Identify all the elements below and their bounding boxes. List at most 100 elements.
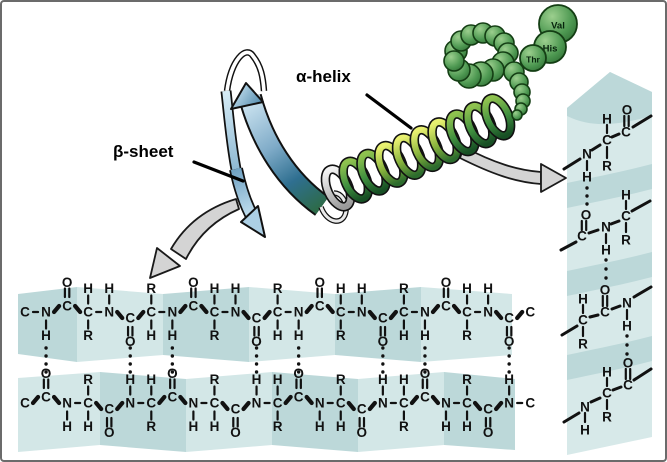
svg-text:H: H bbox=[582, 170, 592, 185]
svg-text:C: C bbox=[20, 305, 30, 320]
svg-text:O: O bbox=[622, 103, 633, 118]
svg-text:H: H bbox=[378, 372, 388, 387]
svg-text:R: R bbox=[399, 281, 409, 296]
svg-text:O: O bbox=[62, 275, 73, 290]
svg-text:C: C bbox=[623, 378, 633, 393]
svg-text:N: N bbox=[504, 396, 514, 411]
svg-text:C: C bbox=[189, 299, 199, 314]
svg-text:H: H bbox=[622, 319, 632, 334]
svg-text:H: H bbox=[146, 372, 156, 387]
svg-text:H: H bbox=[336, 281, 346, 296]
svg-text:C: C bbox=[210, 305, 220, 320]
svg-text:C: C bbox=[441, 299, 451, 314]
svg-text:H: H bbox=[294, 328, 304, 343]
beta-sheet-ribbon-bottom-strand bbox=[18, 372, 515, 452]
svg-text:C: C bbox=[210, 396, 220, 411]
svg-text:C: C bbox=[525, 396, 535, 411]
alpha-helix-pointer-line bbox=[365, 93, 413, 130]
svg-text:C: C bbox=[602, 386, 612, 401]
svg-text:R: R bbox=[83, 372, 93, 387]
hairpin-loop-tube bbox=[223, 49, 268, 92]
svg-text:R: R bbox=[273, 419, 283, 434]
svg-text:C: C bbox=[462, 305, 472, 320]
svg-text:H: H bbox=[462, 281, 472, 296]
svg-text:H: H bbox=[602, 365, 612, 380]
svg-text:N: N bbox=[252, 396, 262, 411]
svg-text:O: O bbox=[167, 366, 178, 381]
svg-text:N: N bbox=[357, 305, 367, 320]
svg-text:N: N bbox=[41, 305, 51, 320]
svg-text:N: N bbox=[378, 396, 388, 411]
svg-text:O: O bbox=[125, 334, 136, 349]
alpha-helix-label: α-helix bbox=[296, 67, 351, 86]
svg-text:H: H bbox=[231, 281, 241, 296]
svg-text:H: H bbox=[146, 328, 156, 343]
svg-text:C: C bbox=[621, 209, 631, 224]
svg-text:N: N bbox=[167, 305, 177, 320]
svg-text:H: H bbox=[602, 112, 612, 127]
svg-text:R: R bbox=[210, 372, 220, 387]
svg-text:R: R bbox=[462, 372, 472, 387]
svg-text:R: R bbox=[621, 233, 631, 248]
svg-text:H: H bbox=[483, 281, 493, 296]
gray-arrow-to-alpha-detail bbox=[459, 146, 567, 193]
beta-sheet-pointer-line bbox=[192, 160, 245, 183]
svg-text:O: O bbox=[600, 283, 611, 298]
svg-text:C: C bbox=[62, 299, 72, 314]
svg-text:C: C bbox=[483, 402, 493, 417]
svg-text:C: C bbox=[600, 305, 610, 320]
svg-text:C: C bbox=[273, 396, 283, 411]
residue-bead-thr bbox=[519, 44, 547, 72]
svg-text:C: C bbox=[621, 125, 631, 140]
svg-text:O: O bbox=[251, 334, 262, 349]
svg-text:C: C bbox=[146, 396, 156, 411]
svg-text:O: O bbox=[357, 425, 368, 440]
svg-text:N: N bbox=[483, 305, 493, 320]
svg-text:C: C bbox=[273, 305, 283, 320]
beta-strand-arrow-wide bbox=[230, 82, 330, 216]
svg-text:R: R bbox=[210, 328, 220, 343]
svg-text:O: O bbox=[230, 425, 241, 440]
svg-text:O: O bbox=[441, 275, 452, 290]
svg-text:H: H bbox=[41, 328, 51, 343]
svg-text:H: H bbox=[252, 372, 262, 387]
svg-text:N: N bbox=[231, 305, 241, 320]
svg-text:R: R bbox=[578, 337, 588, 352]
beta-strand-ribbon-thin bbox=[220, 90, 266, 238]
svg-text:H: H bbox=[210, 281, 220, 296]
svg-text:H: H bbox=[441, 419, 451, 434]
svg-text:R: R bbox=[602, 410, 612, 425]
svg-text:N: N bbox=[104, 305, 114, 320]
svg-text:C: C bbox=[104, 402, 114, 417]
gray-arrow-to-beta-detail bbox=[149, 198, 240, 279]
svg-text:H: H bbox=[399, 328, 409, 343]
svg-text:O: O bbox=[483, 425, 494, 440]
svg-text:O: O bbox=[420, 366, 431, 381]
beta-sheet-label: β-sheet bbox=[113, 142, 174, 161]
svg-text:H: H bbox=[273, 372, 283, 387]
svg-text:R: R bbox=[146, 281, 156, 296]
svg-text:H: H bbox=[336, 419, 346, 434]
svg-text:C: C bbox=[357, 402, 367, 417]
svg-text:O: O bbox=[41, 366, 52, 381]
svg-text:R: R bbox=[462, 328, 472, 343]
svg-text:C: C bbox=[399, 305, 409, 320]
svg-text:H: H bbox=[189, 419, 199, 434]
svg-text:C: C bbox=[315, 299, 325, 314]
residue-bead-label: Val bbox=[551, 21, 565, 32]
svg-text:H: H bbox=[578, 292, 588, 307]
svg-text:H: H bbox=[167, 328, 177, 343]
svg-text:R: R bbox=[602, 159, 612, 174]
svg-text:H: H bbox=[273, 328, 283, 343]
svg-text:O: O bbox=[623, 356, 634, 371]
svg-text:O: O bbox=[504, 334, 515, 349]
svg-text:N: N bbox=[189, 396, 199, 411]
svg-text:C: C bbox=[602, 133, 612, 148]
alpha-helix-coil bbox=[320, 93, 516, 212]
svg-text:R: R bbox=[336, 328, 346, 343]
svg-text:N: N bbox=[62, 396, 72, 411]
svg-text:H: H bbox=[420, 328, 430, 343]
svg-text:H: H bbox=[62, 419, 72, 434]
